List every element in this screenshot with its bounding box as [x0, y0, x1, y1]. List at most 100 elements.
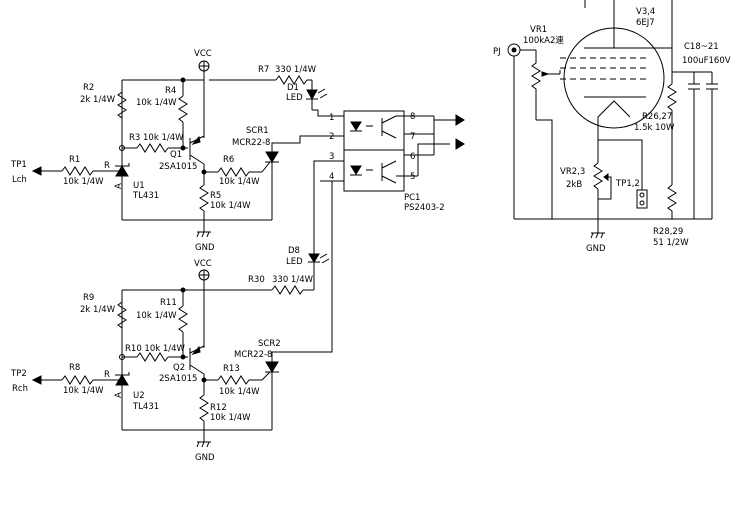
- r12-value: 10k 1/4W: [210, 413, 251, 423]
- r6-label: R6: [223, 155, 234, 165]
- vr23-label: VR2,3: [560, 167, 585, 177]
- tube-stage: V3,4 6EJ7 PJ VR1 100kA2連 VR2,3 2kB TP1,2: [493, 0, 731, 254]
- channel-lch-detector: TP1 Lch R1 10k 1/4W A R U1 TL431 R2 2k 1…: [10, 49, 332, 253]
- v34-label: V3,4: [636, 7, 655, 17]
- r12-resistor: [199, 394, 209, 422]
- r1-resistor: [61, 166, 94, 176]
- q1-value: 2SA1015: [159, 162, 197, 172]
- r11-value: 10k 1/4W: [136, 311, 177, 321]
- pin-4: 4: [329, 172, 334, 182]
- r7-value: 330 1/4W: [275, 65, 317, 75]
- vr1-value: 100kA2連: [523, 35, 564, 46]
- r1-value: 10k 1/4W: [63, 177, 104, 187]
- pin4-wire: [272, 180, 333, 353]
- r2-label: R2: [83, 83, 94, 93]
- scr2-label: SCR2: [258, 339, 281, 349]
- pin-7: 7: [410, 132, 415, 142]
- v34-filament: [597, 100, 631, 118]
- pc1-value: PS2403-2: [404, 203, 445, 213]
- r28-resistor: [667, 184, 677, 212]
- lch-label: Lch: [12, 175, 27, 185]
- pc1-label: PC1: [404, 193, 420, 203]
- u2-a-pin: A: [114, 392, 124, 398]
- r28-value: 51 1/2W: [653, 238, 689, 248]
- r13-resistor: [217, 375, 250, 385]
- r26-value: 1.5k 10W: [634, 123, 675, 133]
- tp12-label: TP1,2: [615, 179, 640, 189]
- r3-label: R3 10k 1/4W: [129, 133, 184, 143]
- r3-resistor: [136, 143, 169, 153]
- scr1-value: MCR22-8: [232, 138, 270, 148]
- r30-resistor: [271, 285, 304, 295]
- r7-label: R7: [258, 65, 269, 75]
- gnd-top-label: GND: [195, 243, 215, 253]
- r8-value: 10k 1/4W: [63, 386, 104, 396]
- tp2-label: TP2: [10, 369, 27, 379]
- scr1-symbol: [265, 151, 279, 163]
- channel-rch-detector: D8 LED R30 330 1/4W VCC TP2 Rch R8 10k 1…: [10, 246, 330, 463]
- tp1-label: TP1: [10, 160, 27, 170]
- r2-value: 2k 1/4W: [80, 95, 116, 105]
- gnd-right-label: GND: [586, 244, 606, 254]
- d8-led: [308, 253, 320, 263]
- pin-8: 8: [410, 112, 415, 122]
- u2-label: U2: [133, 391, 145, 401]
- pin-1: 1: [329, 113, 334, 123]
- r10-resistor: [136, 352, 169, 362]
- u2-tl431-symbol: [115, 374, 129, 386]
- d1-label: D1: [287, 83, 299, 93]
- r11-resistor: [178, 305, 188, 333]
- vr23-value: 2kB: [566, 180, 582, 190]
- vcc-bot-label: VCC: [194, 259, 212, 269]
- scr1-label: SCR1: [246, 126, 269, 136]
- r5-resistor: [199, 184, 209, 212]
- r9-resistor: [117, 301, 127, 329]
- r5-value: 10k 1/4W: [210, 201, 251, 211]
- vr23-potentiometer: [593, 162, 603, 190]
- d1-led: [306, 89, 318, 101]
- d1-value: LED: [286, 93, 303, 103]
- r9-value: 2k 1/4W: [80, 305, 116, 315]
- pc1-out-bottom-arrow: [455, 138, 465, 150]
- pin3-wire: [313, 160, 320, 254]
- r10-label: R10 10k 1/4W: [125, 344, 186, 354]
- r12-label: R12: [210, 403, 227, 413]
- r8-resistor: [61, 375, 94, 385]
- rch-label: Rch: [12, 384, 28, 394]
- tp12-testpoint: [636, 189, 648, 209]
- u1-tl431-symbol: [115, 165, 129, 177]
- tp1-arrow: [31, 166, 42, 176]
- vr1-potentiometer: [531, 50, 541, 120]
- q2-value: 2SA1015: [159, 374, 197, 384]
- r9-label: R9: [83, 293, 94, 303]
- u1-value: TL431: [132, 191, 159, 201]
- pc1-out-top-arrow: [455, 114, 465, 126]
- u1-r-pin: R: [104, 161, 110, 171]
- r6-value: 10k 1/4W: [219, 177, 260, 187]
- u2-r-pin: R: [104, 370, 110, 380]
- r5-label: R5: [210, 191, 221, 201]
- d8-value: LED: [286, 257, 303, 267]
- pin-3: 3: [329, 152, 334, 162]
- v34-value: 6EJ7: [636, 18, 655, 28]
- r4-resistor: [178, 95, 188, 123]
- r13-label: R13: [223, 364, 240, 374]
- scr2-symbol: [265, 361, 279, 373]
- r6-resistor: [217, 167, 250, 177]
- u1-label: U1: [133, 181, 145, 191]
- r30-label: R30: [248, 275, 265, 285]
- c18-label: C18~21: [684, 42, 719, 52]
- r8-label: R8: [69, 363, 80, 373]
- pj-label: PJ: [493, 47, 501, 57]
- r4-label: R4: [165, 86, 176, 96]
- gnd-bot-label: GND: [195, 453, 215, 463]
- r26-resistor: [667, 83, 677, 111]
- pc1-optocoupler: 1 2 3 4 5 6 7 8 PC1 PS2403-2: [318, 110, 465, 213]
- r13-value: 10k 1/4W: [219, 387, 260, 397]
- pin-6: 6: [410, 152, 415, 162]
- u1-a-pin: A: [114, 183, 124, 189]
- c18-value: 100uF160V: [682, 56, 731, 66]
- vr1-label: VR1: [530, 25, 547, 35]
- r4-value: 10k 1/4W: [136, 98, 177, 108]
